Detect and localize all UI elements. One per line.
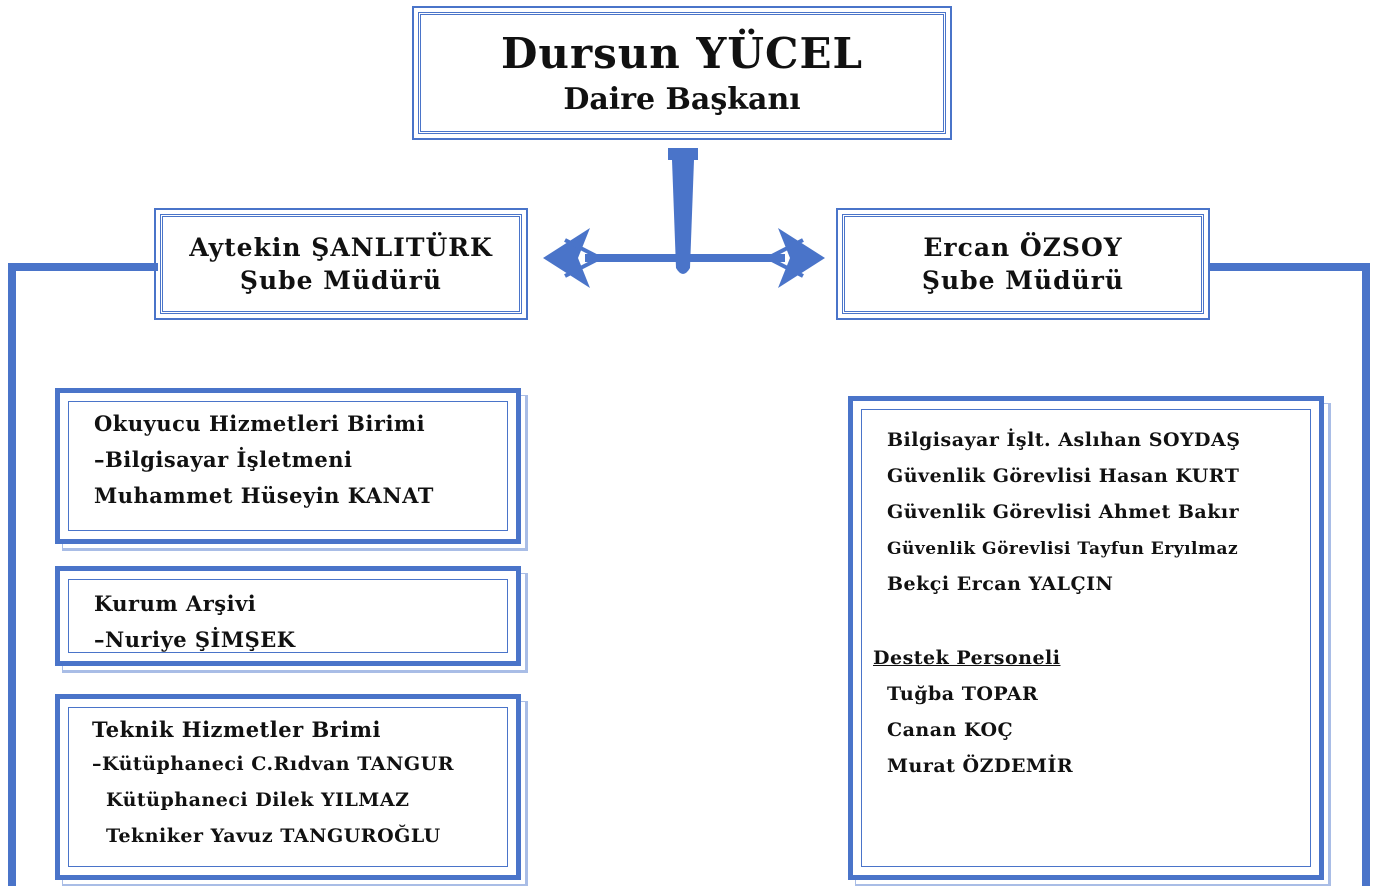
trunk-line: [668, 148, 698, 160]
left-manager-name: Aytekin ŞANLITÜRK: [189, 233, 493, 262]
staff-line: Güvenlik Görevlisi Ahmet Bakır: [887, 501, 1240, 523]
unit-archive: Kurum Arşivi –Nuriye ŞİMŞEK: [55, 566, 521, 666]
right-arrow-ornament: [778, 228, 825, 288]
unit-line: Muhammet Hüseyin KANAT: [94, 483, 434, 508]
trunk-stem: [672, 160, 694, 274]
head-box: Dursun YÜCEL Daire Başkanı: [412, 6, 952, 140]
unit-line: Okuyucu Hizmetleri Birimi: [94, 411, 426, 436]
unit-technical-services: Teknik Hizmetler Brimi –Kütüphaneci C.Rı…: [55, 694, 521, 880]
unit-line: Kurum Arşivi: [94, 591, 257, 616]
support-line: Tuğba TOPAR: [887, 683, 1039, 705]
staff-line: Güvenlik Görevlisi Hasan KURT: [887, 465, 1240, 487]
unit-line: Kütüphaneci Dilek YILMAZ: [106, 789, 410, 811]
right-frame-top: [1208, 263, 1370, 271]
unit-line: –Kütüphaneci C.Rıdvan TANGUR: [92, 753, 454, 775]
staff-line: Güvenlik Görevlisi Tayfun Eryılmaz: [887, 539, 1239, 559]
left-frame-side: [8, 263, 16, 886]
right-manager-name: Ercan ÖZSOY: [923, 233, 1123, 262]
left-manager-title: Şube Müdürü: [239, 266, 443, 295]
unit-right-staff: Bilgisayar İşlt. Aslıhan SOYDAŞ Güvenlik…: [848, 396, 1324, 880]
staff-line: Bekçi Ercan YALÇIN: [887, 573, 1114, 595]
support-line: Murat ÖZDEMİR: [887, 755, 1074, 777]
staff-line: Bilgisayar İşlt. Aslıhan SOYDAŞ: [887, 429, 1241, 451]
left-arrow-ornament: [543, 228, 590, 288]
head-title: Daire Başkanı: [563, 82, 801, 117]
support-line: Canan KOÇ: [887, 719, 1014, 741]
right-manager-box: Ercan ÖZSOY Şube Müdürü: [836, 208, 1210, 320]
left-manager-box: Aytekin ŞANLITÜRK Şube Müdürü: [154, 208, 528, 320]
unit-reader-services: Okuyucu Hizmetleri Birimi –Bilgisayar İş…: [55, 388, 521, 544]
unit-line: –Bilgisayar İşletmeni: [94, 447, 353, 472]
unit-line: –Nuriye ŞİMŞEK: [94, 627, 296, 652]
unit-line: Teknik Hizmetler Brimi: [92, 717, 381, 742]
branch-bar: [585, 254, 785, 262]
left-frame-top: [8, 263, 158, 271]
right-manager-title: Şube Müdürü: [921, 266, 1125, 295]
support-heading: Destek Personeli: [873, 647, 1061, 669]
right-frame-side: [1362, 263, 1370, 886]
unit-line: Tekniker Yavuz TANGUROĞLU: [106, 825, 441, 847]
head-name: Dursun YÜCEL: [500, 29, 863, 78]
